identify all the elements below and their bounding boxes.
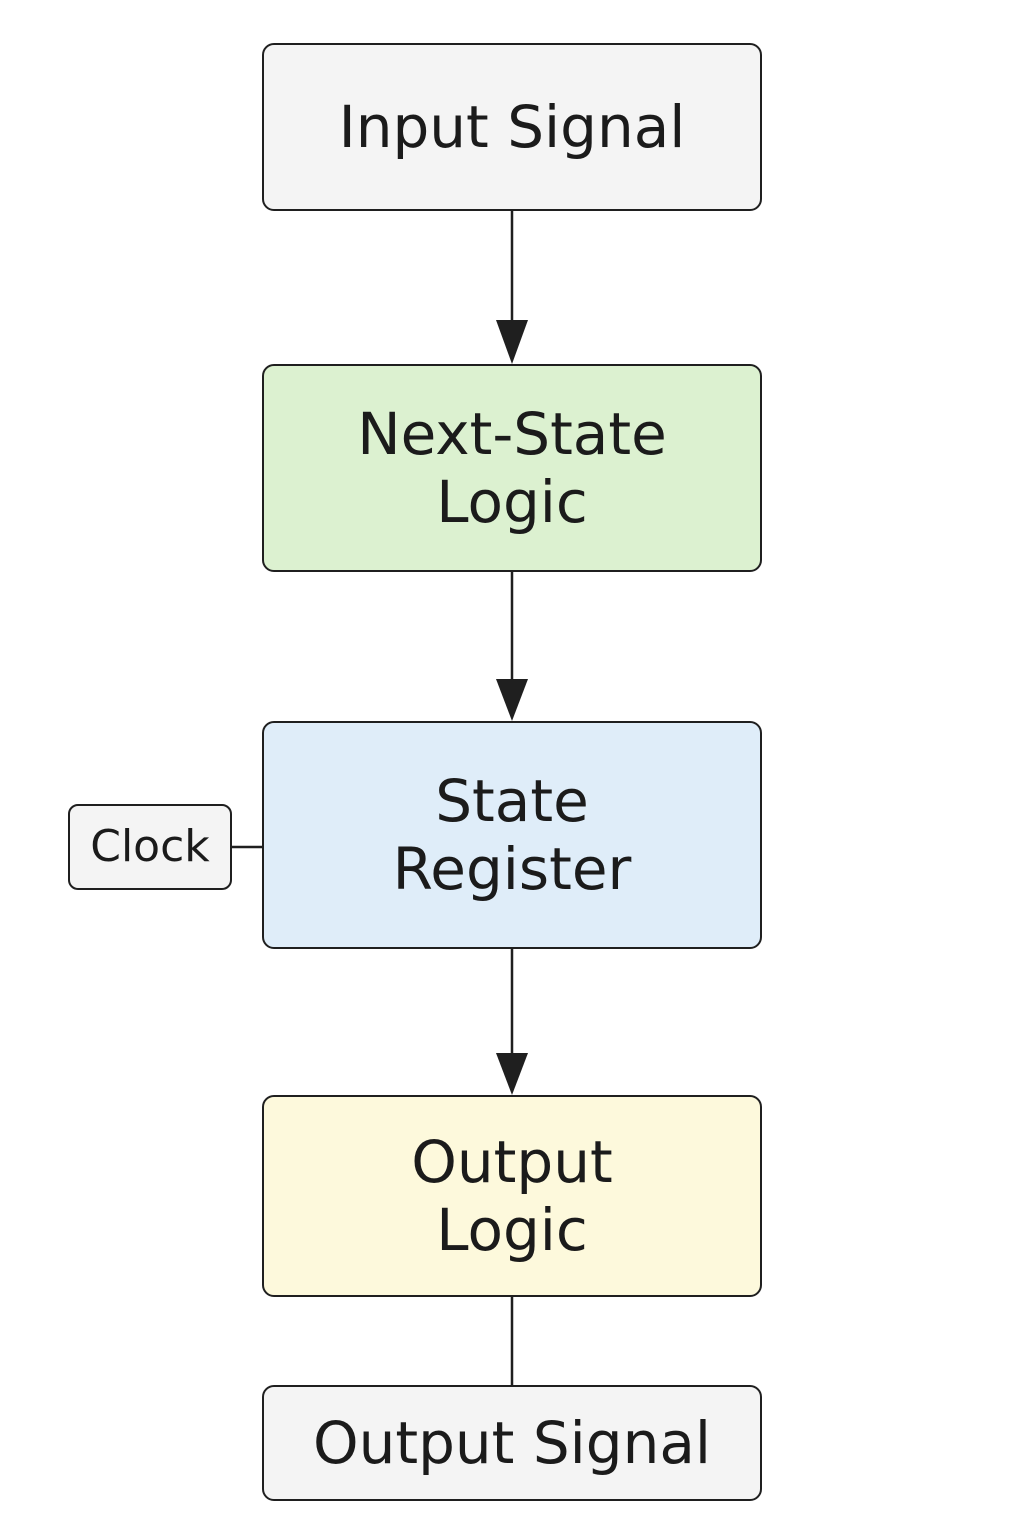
node-output-signal: Output Signal bbox=[262, 1385, 762, 1501]
node-next-state-logic: Next-State Logic bbox=[262, 364, 762, 572]
arrowhead-next-state bbox=[496, 320, 528, 364]
node-output-signal-label: Output Signal bbox=[312, 1408, 712, 1477]
node-input-signal-label: Input Signal bbox=[338, 92, 686, 161]
node-input-signal: Input Signal bbox=[262, 43, 762, 211]
arrowhead-state-register bbox=[496, 679, 528, 721]
node-clock: Clock bbox=[68, 804, 232, 890]
node-output-logic: Output Logic bbox=[262, 1095, 762, 1297]
node-output-logic-label-line-1: Output bbox=[411, 1127, 613, 1196]
node-state-register-label-line-2: Register bbox=[392, 835, 632, 903]
node-output-logic-label-line-2: Logic bbox=[436, 1196, 588, 1264]
node-clock-label: Clock bbox=[90, 821, 210, 873]
node-state-register: State Register bbox=[262, 721, 762, 949]
node-next-state-logic-label-line-1: Next-State bbox=[357, 399, 667, 468]
arrowhead-output-logic bbox=[496, 1053, 528, 1095]
node-state-register-label-line-1: State bbox=[435, 766, 589, 835]
node-next-state-logic-label-line-2: Logic bbox=[436, 468, 588, 536]
